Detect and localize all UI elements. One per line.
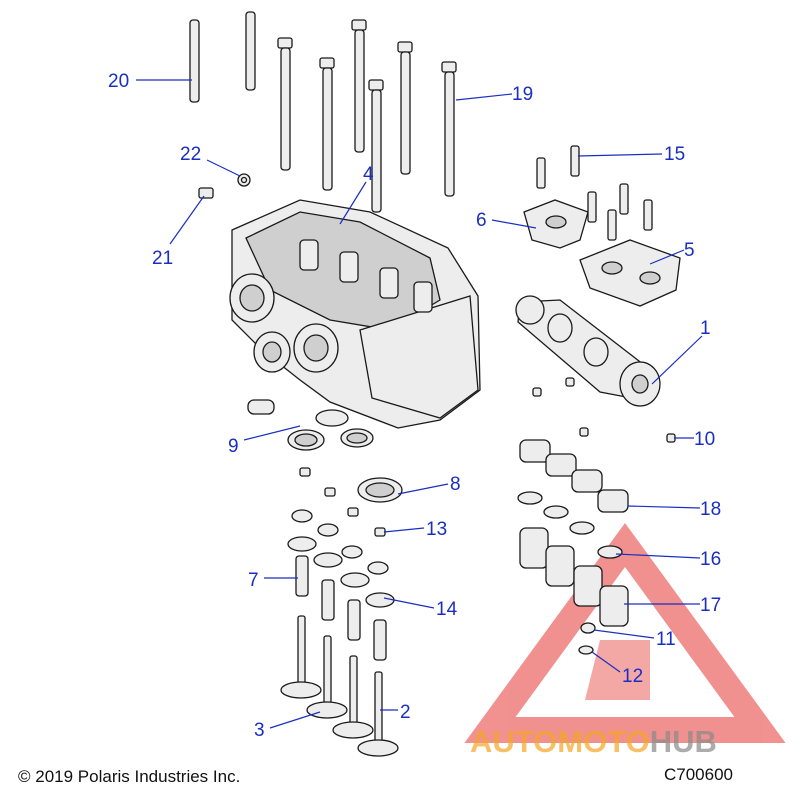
callout-12: 12 — [622, 666, 643, 687]
callout-4: 4 — [363, 164, 374, 185]
callout-8: 8 — [450, 474, 461, 495]
callout-11: 11 — [656, 629, 676, 650]
callout-21: 21 — [152, 248, 173, 269]
callout-2: 2 — [400, 702, 411, 723]
watermark-logo — [464, 522, 786, 743]
callout-13: 13 — [426, 519, 447, 540]
callout-10: 10 — [694, 429, 715, 450]
callout-14: 14 — [436, 599, 458, 620]
leader-lines — [136, 79, 703, 729]
diagram-code: C700600 — [664, 765, 733, 784]
camshaft — [515, 295, 661, 407]
callout-6: 6 — [476, 210, 487, 231]
valves — [280, 615, 399, 757]
callout-16: 16 — [700, 549, 721, 570]
callout-20: 20 — [108, 71, 129, 92]
callout-labels: 20 19 22 21 4 15 6 5 1 10 9 8 18 13 16 7… — [108, 71, 721, 741]
callout-1: 1 — [700, 318, 711, 339]
valve-buckets — [519, 377, 676, 513]
valve-springs — [517, 491, 629, 655]
valve-seals-guides — [287, 467, 395, 661]
callout-15: 15 — [664, 144, 685, 165]
callout-5: 5 — [684, 240, 695, 261]
head-bolts — [189, 11, 457, 213]
seal-rings — [247, 399, 403, 503]
callout-19: 19 — [512, 84, 533, 105]
callout-3: 3 — [254, 720, 265, 741]
callout-22: 22 — [180, 144, 201, 165]
copyright-text: © 2019 Polaris Industries Inc. — [18, 767, 240, 786]
callout-7: 7 — [248, 570, 259, 591]
watermark-text: AUTOMOTOHUB — [470, 724, 717, 759]
cam-carrier — [523, 145, 681, 307]
plug-and-washer — [198, 173, 251, 199]
callout-18: 18 — [700, 499, 721, 520]
callout-17: 17 — [700, 595, 721, 616]
watermark-part2: HUB — [650, 724, 717, 759]
watermark-part1: AUTOMOTO — [470, 724, 650, 759]
cylinder-head — [229, 199, 481, 429]
callout-9: 9 — [228, 436, 239, 457]
